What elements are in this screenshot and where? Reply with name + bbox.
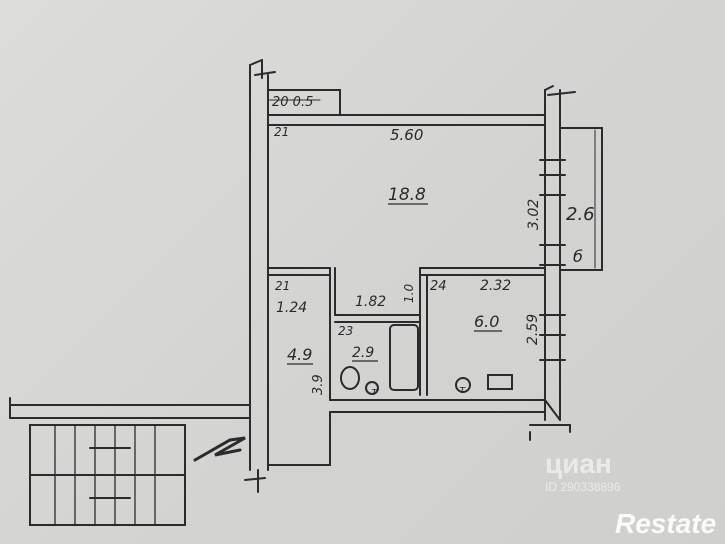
toilet-mark-label: т (371, 385, 378, 398)
hall-area-label: 4.9 (287, 345, 312, 364)
kitchen-room-label: 24 (430, 279, 447, 294)
stove (487, 374, 513, 390)
small-balcony (267, 89, 341, 116)
cian-watermark: циан (545, 448, 612, 479)
bathtub (389, 324, 419, 391)
bath-area-label: 2.9 (352, 345, 374, 361)
restate-watermark: Restate (615, 508, 717, 539)
sink (365, 381, 379, 395)
hall-width-label: 1.24 (276, 300, 307, 316)
loggia-area-label: 2.6 (566, 204, 595, 225)
balcony-label: 20 0.5 (272, 95, 313, 110)
corridor-small-label: 1.0 (402, 284, 416, 303)
kitchen-width-label: 2.32 (480, 278, 511, 294)
corridor-width-label: 1.82 (355, 294, 386, 310)
main-room-area-label: 18.8 (388, 185, 426, 205)
stair-arrow-scribble (193, 436, 246, 462)
loggia-mark-label: б (573, 247, 583, 266)
kitchen-sink (455, 377, 471, 393)
room-a-label: 21 (274, 125, 289, 139)
main-room-height-label: 3.02 (526, 199, 542, 230)
main-room-width-label: 5.60 (390, 126, 423, 144)
kitchen-height-label: 2.59 (525, 314, 541, 345)
cian-id-watermark: ID 290338896 (545, 480, 621, 494)
hall-height-label: 3.9 (311, 374, 326, 395)
hall-room-label: 21 (275, 279, 290, 293)
toilet-bowl (340, 366, 360, 390)
kitchen-mark-label: т (459, 383, 466, 396)
loggia (559, 127, 603, 271)
kitchen-area-label: 6.0 (474, 312, 499, 331)
bath-room-label: 23 (338, 324, 353, 338)
